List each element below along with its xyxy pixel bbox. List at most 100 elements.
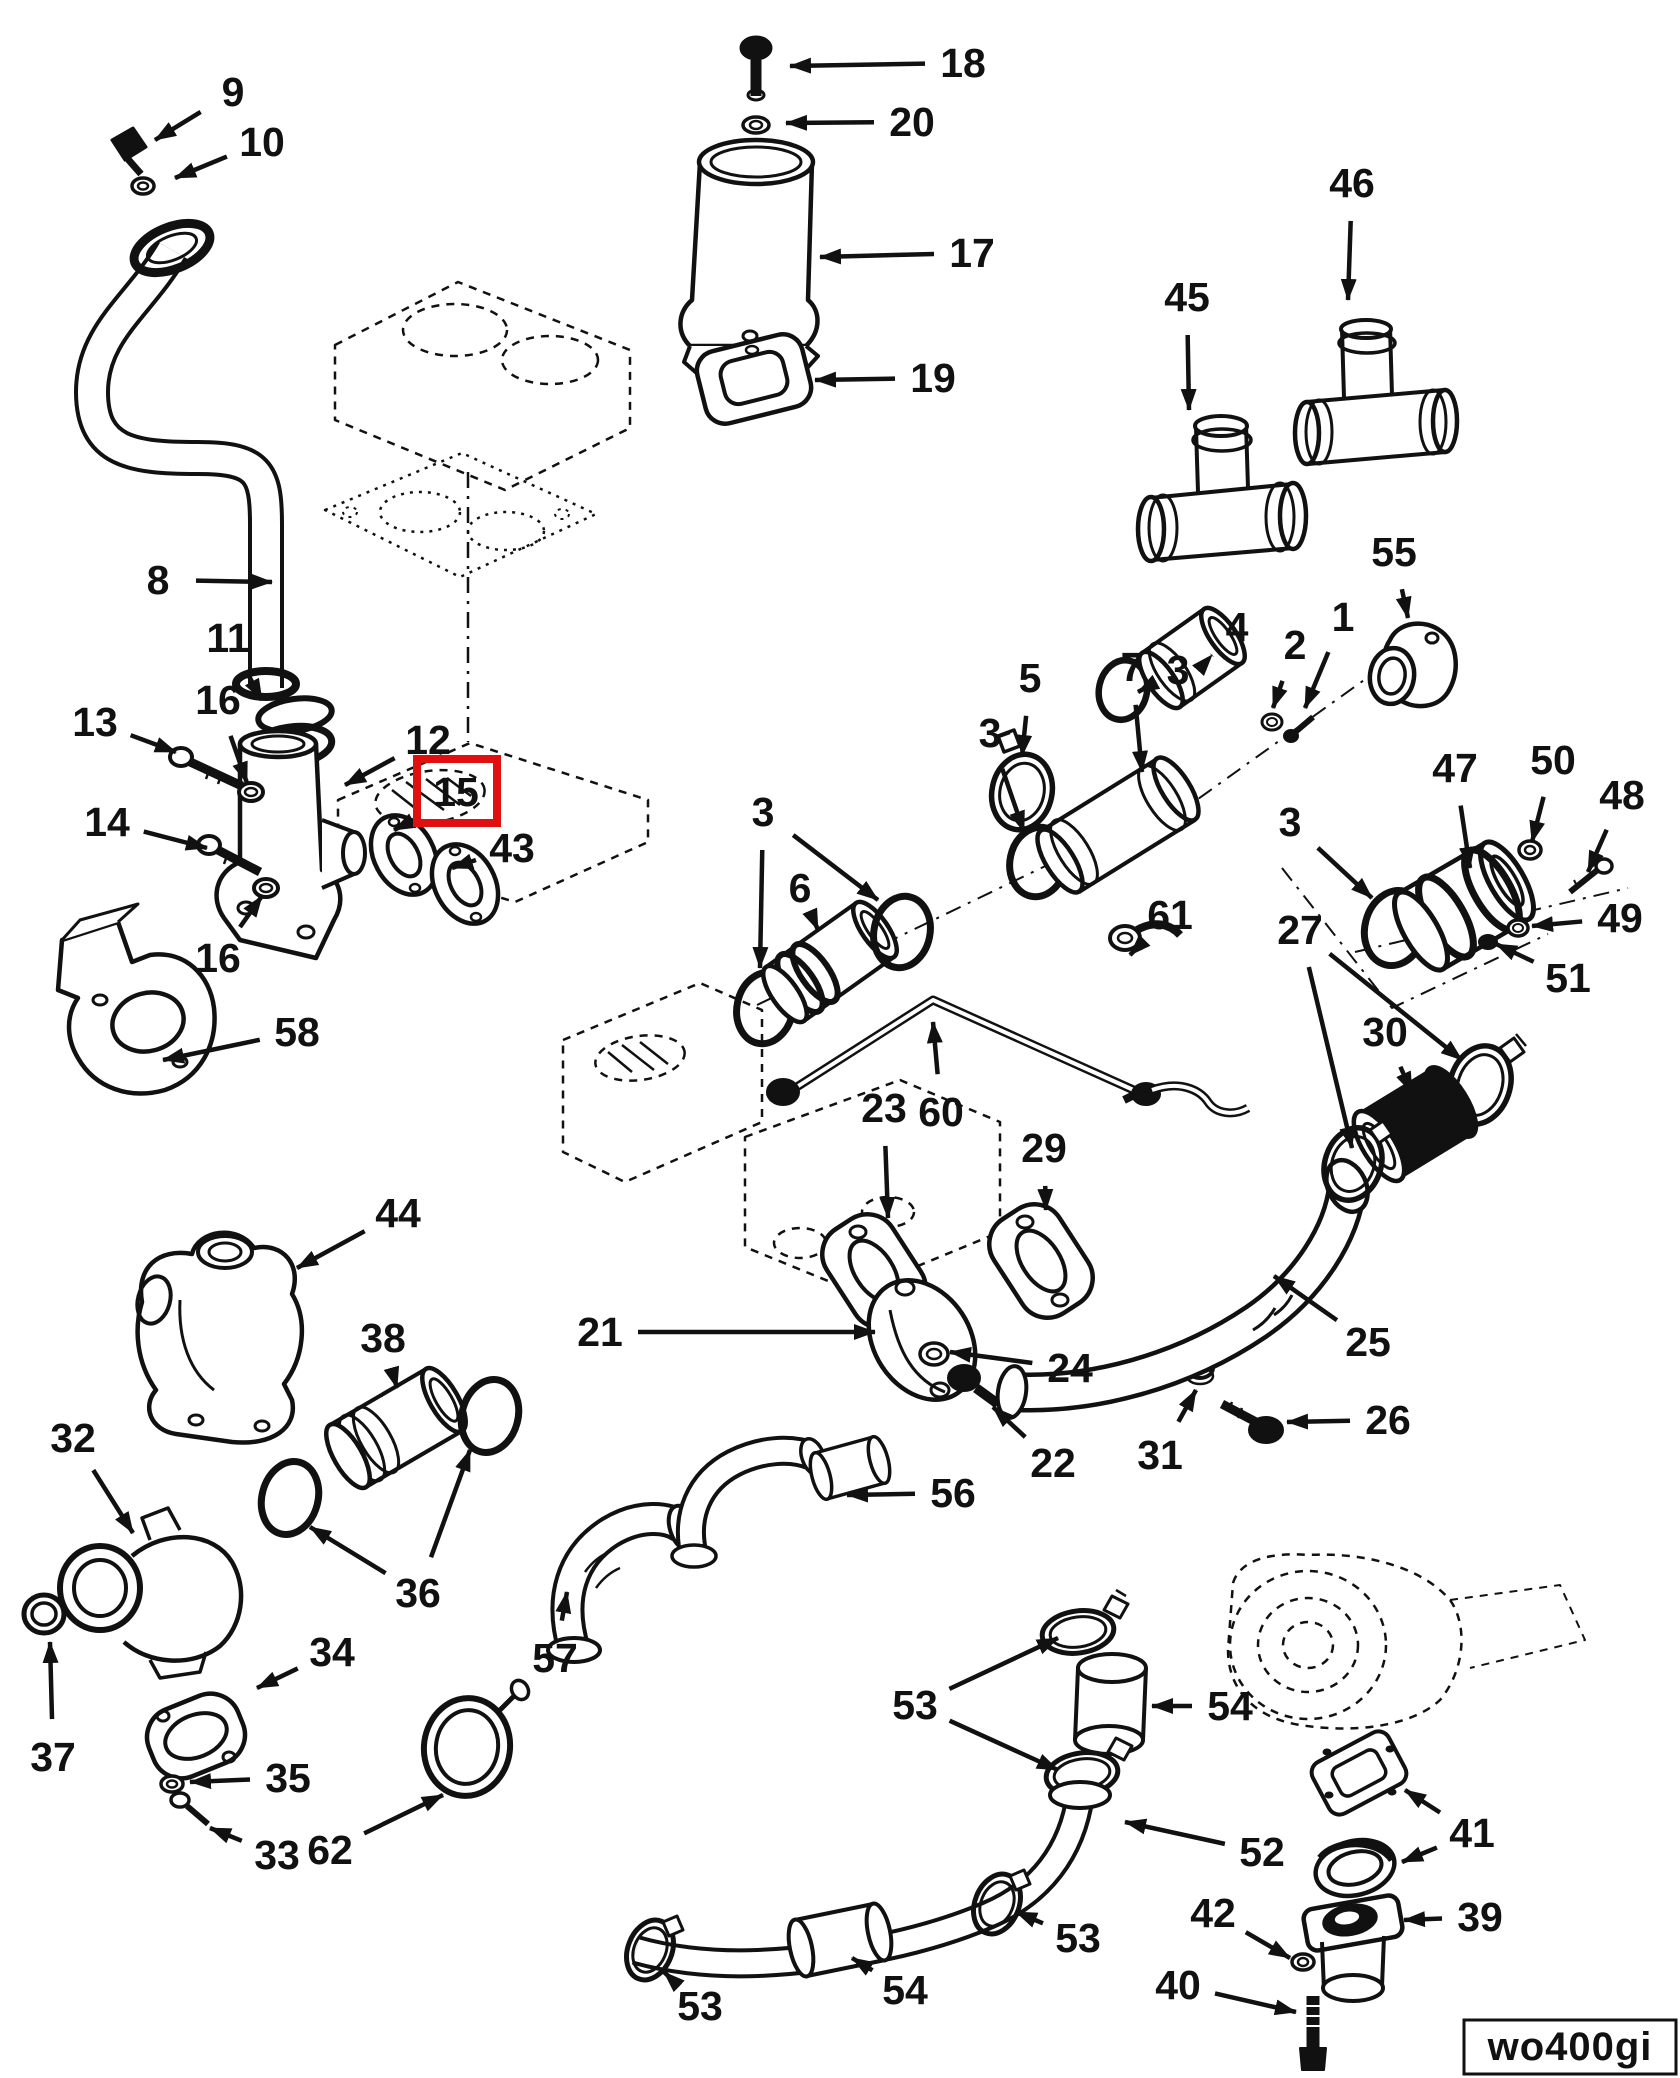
diagram-line bbox=[135, 1274, 173, 1326]
diagram-line bbox=[1273, 1294, 1294, 1317]
callout-layer: 9101820171945465512437533681116131416121… bbox=[30, 40, 1645, 2029]
phantom-water-pump bbox=[1226, 1553, 1586, 1730]
diagram-line bbox=[1151, 1084, 1249, 1115]
part-number-label: 10 bbox=[239, 119, 285, 165]
part-number-label: 9 bbox=[222, 69, 245, 115]
diagram-line bbox=[250, 734, 306, 754]
o-ring-36-left bbox=[257, 1458, 323, 1538]
callout-45: 45 bbox=[1164, 274, 1210, 411]
callout-3-clamp: 3 bbox=[979, 710, 1027, 833]
callout-7: 7 bbox=[1121, 644, 1148, 773]
callout-15: 15 bbox=[392, 769, 479, 833]
diagram-line bbox=[786, 1917, 816, 1979]
part-number-label: 40 bbox=[1155, 1962, 1201, 2008]
callout-54-bottom: 54 bbox=[850, 1956, 928, 2013]
diagram-line bbox=[140, 1506, 182, 1541]
callout-53-mid: 53 bbox=[1015, 1909, 1101, 1961]
cover-plate-21 bbox=[866, 1278, 978, 1402]
callout-61: 61 bbox=[1128, 892, 1193, 957]
leader-arrow bbox=[949, 1346, 1033, 1366]
part-number-label: 62 bbox=[307, 1827, 353, 1873]
diagram-line bbox=[639, 1041, 669, 1065]
diagram-line bbox=[1329, 1135, 1377, 1193]
part-number-label: 17 bbox=[949, 230, 995, 276]
callout-49: 49 bbox=[1531, 895, 1643, 941]
leader-arrow bbox=[162, 1037, 261, 1064]
washer-42 bbox=[1290, 1952, 1316, 1972]
diagram-line bbox=[207, 1241, 243, 1263]
part-number-label: 27 bbox=[1277, 907, 1323, 953]
tee-fitting-46 bbox=[1292, 318, 1460, 467]
callout-51: 51 bbox=[1495, 941, 1591, 1001]
callout-58: 58 bbox=[162, 1009, 320, 1064]
gasket-15 bbox=[368, 813, 440, 897]
stud-1 bbox=[1283, 714, 1315, 743]
leader-arrow bbox=[1214, 1991, 1297, 2016]
diagram-line bbox=[925, 1347, 943, 1361]
leader-arrow bbox=[1495, 941, 1535, 964]
leader-arrow bbox=[846, 1486, 916, 1503]
diagram-line bbox=[1266, 717, 1278, 727]
part-number-label: 36 bbox=[395, 1570, 441, 1616]
leader-arrow bbox=[244, 670, 264, 702]
part-number-label: 21 bbox=[577, 1309, 623, 1355]
cover-plate-21 bbox=[866, 1278, 978, 1402]
leader-arrow bbox=[991, 1405, 1027, 1439]
thermostat-housing-44 bbox=[135, 1230, 305, 1445]
diagram-line bbox=[72, 1558, 128, 1618]
part-number-label: 41 bbox=[1449, 1810, 1495, 1856]
part-number-label: 52 bbox=[1239, 1829, 1285, 1875]
diagram-line bbox=[1151, 755, 1201, 823]
diagram-line bbox=[1106, 1736, 1134, 1762]
callout-21: 21 bbox=[577, 1309, 876, 1355]
leader-arrow bbox=[1124, 1818, 1226, 1847]
leader-arrow bbox=[209, 1825, 243, 1844]
diagram-line bbox=[1377, 656, 1407, 696]
diagram-line bbox=[1299, 2047, 1327, 2071]
diagram-line bbox=[848, 1224, 868, 1240]
washer-10 bbox=[130, 176, 156, 196]
diagram-line bbox=[1296, 1956, 1310, 1968]
callout-3-row: 3 bbox=[1136, 647, 1189, 694]
exhaust-elbow-32 bbox=[57, 1506, 244, 1680]
diagram-line bbox=[1283, 729, 1299, 743]
diagram-line bbox=[324, 1421, 372, 1491]
nut-16-upper bbox=[237, 781, 265, 803]
diagram-line bbox=[1256, 1596, 1360, 1694]
part-number-label: 13 bbox=[72, 699, 118, 745]
part-number-label: 54 bbox=[1207, 1683, 1253, 1729]
diagram-line bbox=[1385, 1745, 1395, 1753]
leader-arrow bbox=[295, 1229, 366, 1270]
diagram-line bbox=[1361, 1121, 1397, 1171]
diagram-line bbox=[1392, 889, 1450, 973]
leader-arrow bbox=[814, 371, 896, 388]
diagram-line bbox=[978, 1880, 1016, 1928]
diagram-line bbox=[401, 302, 509, 358]
o-ring-3-row bbox=[1095, 656, 1151, 724]
diagram-line bbox=[1340, 329, 1346, 399]
leader-arrow bbox=[1270, 680, 1288, 709]
diagram-line bbox=[385, 831, 423, 879]
coupling-4 bbox=[1137, 605, 1247, 711]
clamp-53-left bbox=[624, 1917, 676, 1983]
diagram-line bbox=[1035, 827, 1085, 895]
washer-20 bbox=[741, 115, 771, 135]
diagram-line bbox=[789, 941, 841, 1005]
diagram-line bbox=[772, 1226, 828, 1260]
plug-26 bbox=[1219, 1400, 1284, 1444]
diagram-line bbox=[425, 778, 461, 806]
diagram-line bbox=[1236, 1407, 1244, 1419]
leader-arrow bbox=[174, 154, 228, 181]
callout-32: 32 bbox=[50, 1415, 135, 1535]
diagram-line bbox=[1151, 546, 1295, 562]
diagram-line bbox=[888, 1309, 946, 1394]
temperature-sender-9 bbox=[110, 126, 148, 162]
washer-2 bbox=[1260, 712, 1284, 732]
gasket-29 bbox=[987, 1202, 1095, 1320]
part-number-label: 45 bbox=[1164, 274, 1210, 320]
leader-arrow bbox=[392, 813, 417, 833]
callout-52: 52 bbox=[1124, 1818, 1285, 1875]
diagram-line bbox=[1050, 1292, 1070, 1308]
leader-arrow bbox=[1128, 934, 1151, 957]
callout-53-bottom: 53 bbox=[662, 1970, 723, 2029]
